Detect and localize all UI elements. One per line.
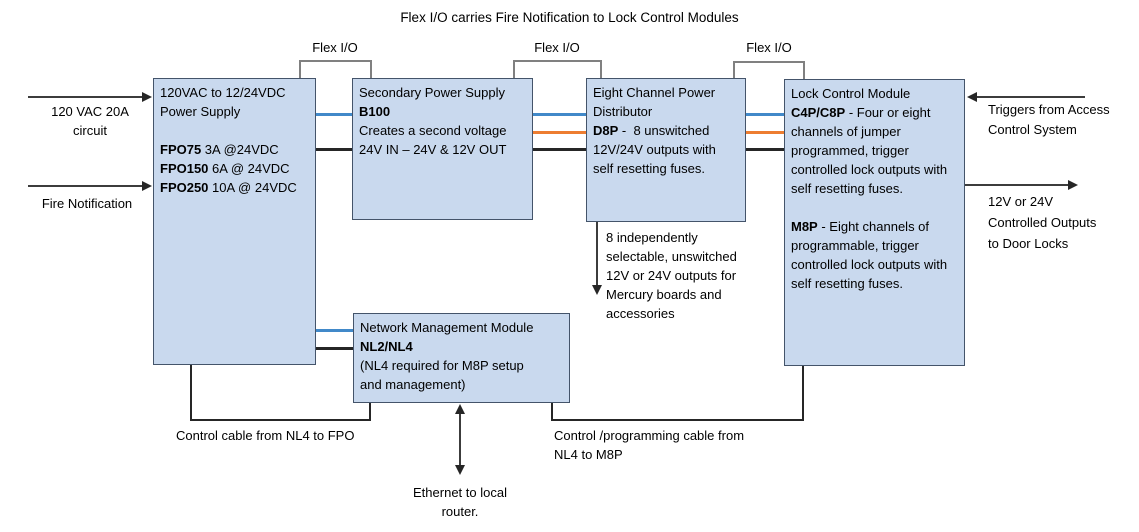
vac-label-line1: 120 VAC 20A — [51, 104, 129, 119]
flexio-bracket-2-top — [513, 60, 602, 62]
cable-m8p-hline — [551, 419, 804, 421]
d8p-desc: D8P - 8 unswitched 12V/24V outputs with … — [593, 121, 739, 178]
flexio-bracket-2-right — [600, 60, 602, 78]
flexio-bracket-2-left — [513, 60, 515, 78]
flexio-label-2: Flex I/O — [534, 40, 580, 55]
cable-m8p-vline-left — [551, 403, 553, 421]
c4p-desc-text: - Four or eight channels of jumper progr… — [791, 105, 951, 196]
vac-arrow-line — [28, 96, 144, 98]
cable-fpo-vline-right — [369, 403, 371, 421]
flexio-bracket-1-left — [299, 60, 301, 78]
triggers-arrow-line — [977, 96, 1085, 98]
ethernet-arrowhead-up — [455, 404, 465, 414]
fpo150-name: FPO150 — [160, 161, 209, 176]
cable-fpo-hline — [190, 419, 371, 421]
wire-blue-fpo-nl — [315, 329, 354, 332]
cable-fpo-vline-left — [190, 365, 192, 420]
fire-arrowhead — [142, 181, 152, 191]
ethernet-label-line2: router. — [441, 504, 479, 519]
flexio-bracket-1-right — [370, 60, 372, 78]
wire-blue-d8p-lock — [745, 113, 785, 116]
outputs-label-line2: Controlled Outputs — [988, 215, 1097, 230]
nl-box: Network Management Module NL2/NL4 (NL4 r… — [353, 313, 570, 403]
triggers-label-line2: Control System — [988, 122, 1077, 137]
flexio-label-1: Flex I/O — [312, 40, 358, 55]
nl-desc2: and management) — [360, 377, 466, 392]
d8p-title: Eight Channel Power Distributor — [593, 85, 719, 119]
outputs-arrow-line — [965, 184, 1070, 186]
flexio-bracket-3-right — [803, 61, 805, 80]
d8p-down-arrowhead — [592, 285, 602, 295]
wire-orange-b100-d8p — [532, 131, 587, 134]
fire-label: Fire Notification — [41, 196, 133, 211]
cable-m8p-label: Control /programming cable from NL4 to M… — [554, 426, 784, 464]
nl-desc1: (NL4 required for M8P setup — [360, 358, 524, 373]
b100-box: Secondary Power Supply B100 Creates a se… — [352, 78, 533, 220]
m8p-model: M8P — [791, 219, 818, 234]
flexio-label-3: Flex I/O — [746, 40, 792, 55]
triggers-label-line1: Triggers from Access — [988, 102, 1110, 117]
cable-fpo-label: Control cable from NL4 to FPO — [176, 428, 355, 443]
triggers-arrowhead — [967, 92, 977, 102]
b100-model: B100 — [359, 104, 391, 119]
d8p-desc-text: - 8 unswitched 12V/24V outputs with self… — [593, 123, 720, 176]
m8p-desc-text: - Eight channels of programmable, trigge… — [791, 219, 951, 291]
fpo-title: 120VAC to 12/24VDC Power Supply — [160, 85, 290, 119]
fpo-model-150: FPO150 6A @ 24VDC — [160, 159, 303, 178]
fpo-model-250: FPO250 10A @ 24VDC — [160, 178, 303, 197]
wire-black-b100-d8p — [532, 148, 587, 151]
cable-m8p-label-line1: Control /programming cable from — [554, 428, 745, 443]
cable-m8p-label-line2: NL4 to M8P — [554, 447, 623, 462]
wire-black-fpo-b100 — [315, 148, 353, 151]
lock-c4p-desc: C4P/C8P - Four or eight channels of jump… — [791, 103, 958, 198]
b100-desc1: Creates a second voltage — [359, 123, 507, 138]
lock-m8p-desc: M8P - Eight channels of programmable, tr… — [791, 217, 958, 293]
fpo75-name: FPO75 — [160, 142, 202, 157]
vac-label-line2: circuit — [73, 123, 107, 138]
triggers-label: Triggers from Access Control System — [988, 100, 1133, 140]
fpo-box: 120VAC to 12/24VDC Power Supply FPO75 3A… — [153, 78, 316, 365]
ethernet-arrow-line — [459, 411, 461, 467]
ethernet-label: Ethernet to local router. — [390, 483, 530, 521]
outputs-label: 12V or 24V Controlled Outputs to Door Lo… — [988, 191, 1133, 254]
wire-blue-b100-d8p — [532, 113, 587, 116]
d8p-down-arrow-line — [596, 222, 598, 286]
nl-model: NL2/NL4 — [360, 339, 413, 354]
outputs-label-line1: 12V or 24V — [988, 194, 1054, 209]
ethernet-label-line1: Ethernet to local — [413, 485, 507, 500]
flexio-bracket-1-top — [299, 60, 372, 62]
vac-label: 120 VAC 20A circuit — [25, 102, 155, 140]
fpo150-spec: 6A @ 24VDC — [208, 161, 290, 176]
wire-black-d8p-lock — [745, 148, 785, 151]
outputs-arrowhead — [1068, 180, 1078, 190]
fire-arrow-line — [28, 185, 144, 187]
b100-desc2: 24V IN – 24V & 12V OUT — [359, 142, 507, 157]
lock-box: Lock Control Module C4P/C8P - Four or ei… — [784, 79, 965, 366]
fpo-model-75: FPO75 3A @24VDC — [160, 140, 303, 159]
flexio-bracket-3-top — [733, 61, 805, 63]
vac-arrowhead — [142, 92, 152, 102]
b100-title: Secondary Power Supply — [359, 85, 505, 100]
fpo250-spec: 10A @ 24VDC — [208, 180, 297, 195]
d8p-note: 8 independently selectable, unswitched 1… — [606, 230, 737, 321]
diagram-title: Flex I/O carries Fire Notification to Lo… — [400, 10, 739, 25]
ethernet-arrowhead-down — [455, 465, 465, 475]
c4p-model: C4P/C8P — [791, 105, 846, 120]
nl-title: Network Management Module — [360, 320, 534, 335]
fpo75-spec: 3A @24VDC — [201, 142, 279, 157]
wire-orange-d8p-lock — [745, 131, 785, 134]
lock-title: Lock Control Module — [791, 86, 911, 101]
wire-blue-fpo-b100 — [315, 113, 353, 116]
cable-m8p-vline-right — [802, 366, 804, 421]
d8p-model: D8P — [593, 123, 619, 138]
outputs-label-line3: to Door Locks — [988, 236, 1069, 251]
fpo250-name: FPO250 — [160, 180, 209, 195]
d8p-box: Eight Channel Power Distributor D8P - 8 … — [586, 78, 746, 222]
wire-black-fpo-nl — [315, 347, 354, 350]
flexio-bracket-3-left — [733, 61, 735, 79]
